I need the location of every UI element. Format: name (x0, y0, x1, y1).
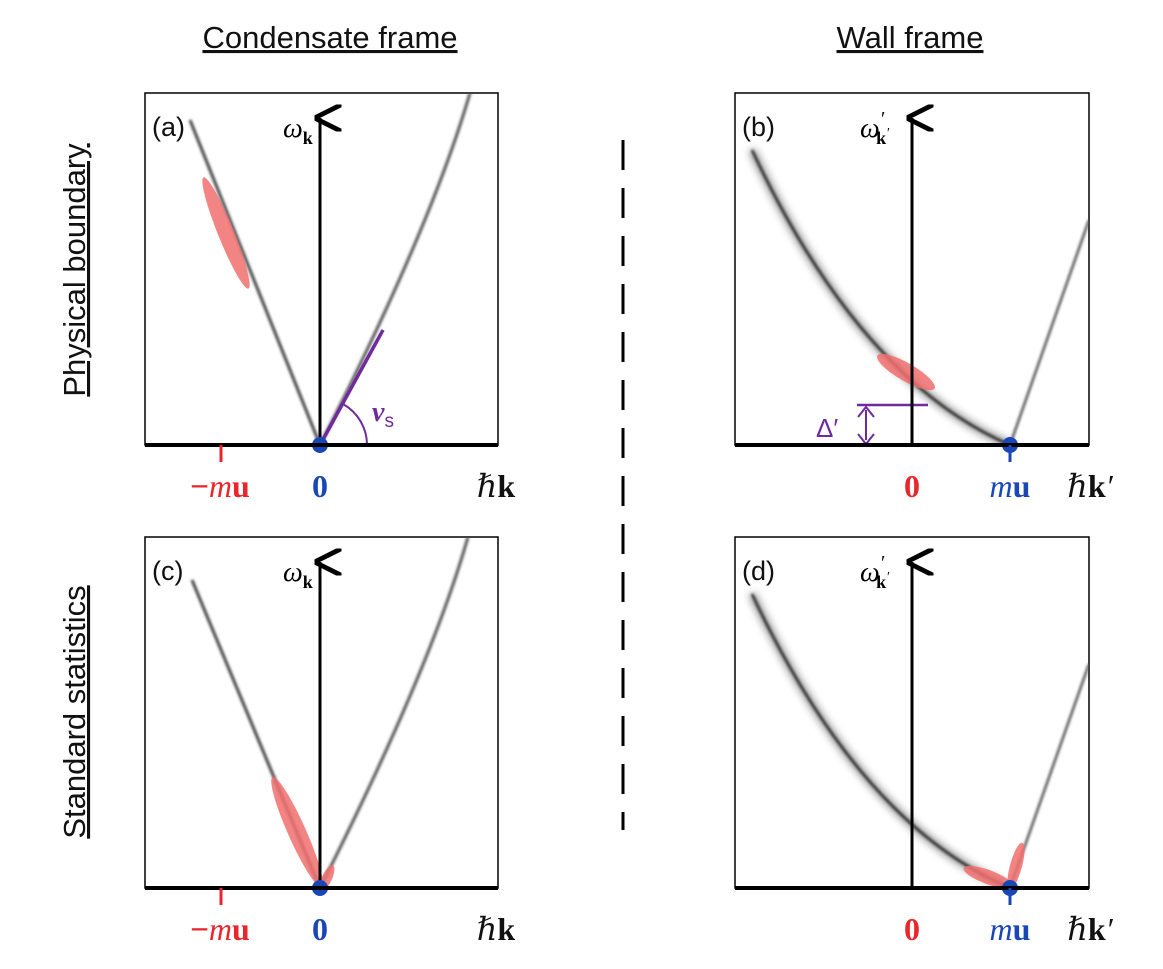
panel-label-d: (d) (742, 556, 775, 586)
tick-label-mu: mu (990, 468, 1031, 504)
resonance-ellipse-left (963, 865, 1013, 888)
tick-label-mu: mu (990, 911, 1031, 947)
dispersion-curve-right (1008, 219, 1089, 445)
delta-label: Δ′ (816, 413, 838, 443)
column-title-wall: Wall frame (837, 20, 984, 55)
resonance-ellipse-right (1007, 842, 1025, 888)
x-axis-label-hbar-k-prime: ℏk′ (1067, 468, 1113, 504)
panel-c: (c) ωk (144, 536, 499, 896)
y-axis-label-omega: ωk (283, 113, 313, 148)
panel-label-c: (c) (152, 556, 183, 586)
y-axis-label-omega: ωk (283, 557, 313, 592)
tick-label-zero-wall: 0 (904, 468, 920, 504)
panel-b: (b) ω′k′ Δ′ (734, 92, 1090, 453)
sound-velocity-line (318, 329, 385, 445)
dispersion-branch-right (318, 93, 472, 445)
panel-d: (d) ω′k′ (734, 536, 1090, 896)
x-axis-label-hbar-k: ℏk (477, 911, 516, 947)
row-title-standard-statistics: Standard statistics (57, 585, 92, 838)
tick-label-neg-mu: −mu (190, 911, 250, 947)
sound-velocity-angle-arc (342, 403, 368, 445)
x-axis-label-hbar-k-prime: ℏk′ (1067, 911, 1113, 947)
tick-label-zero: 0 (312, 911, 328, 947)
tick-label-zero-wall: 0 (904, 911, 920, 947)
delta-arrow-head-up (857, 405, 875, 418)
resonance-ellipse (877, 353, 935, 391)
dispersion-branch-left (188, 119, 322, 445)
tick-label-zero: 0 (312, 468, 328, 504)
resonance-ellipse (271, 777, 323, 887)
panel-label-b: (b) (742, 112, 775, 142)
panel-label-a: (a) (152, 112, 185, 142)
column-title-condensate: Condensate frame (202, 20, 457, 55)
dispersion-branch-right (318, 537, 470, 888)
dispersion-curve-left (750, 149, 1011, 445)
panel-a: (a) ωk vs (144, 92, 499, 453)
resonance-ellipse (202, 177, 250, 289)
vs-label: vs (372, 397, 394, 432)
tick-label-neg-mu: −mu (190, 468, 250, 504)
y-axis-label-omega-prime: ω′k′ (860, 552, 890, 592)
row-title-physical-boundary: Physical boundary (57, 143, 92, 397)
y-axis-label-omega-prime: ω′k′ (860, 108, 890, 148)
x-axis-label-hbar-k: ℏk (477, 468, 516, 504)
